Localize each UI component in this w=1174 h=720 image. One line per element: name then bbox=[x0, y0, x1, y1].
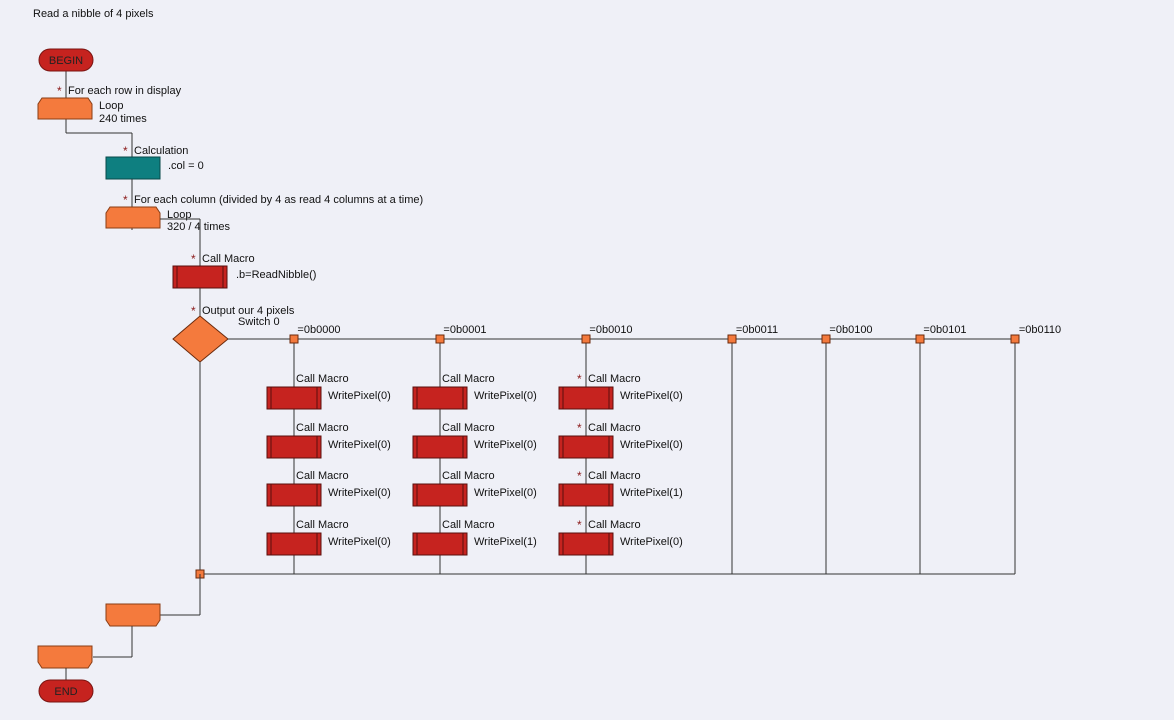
comment-marker-icon: * bbox=[577, 372, 582, 386]
write-pixel-macro[interactable] bbox=[412, 386, 468, 410]
case-label: =0b0101 bbox=[923, 324, 966, 336]
read-macro-comment: Call Macro bbox=[202, 253, 255, 265]
comment-marker-icon: * bbox=[191, 252, 196, 266]
end-terminal-label: END bbox=[54, 686, 77, 698]
inner-loop-start[interactable] bbox=[105, 206, 161, 229]
outer-loop-label: Loop bbox=[99, 100, 123, 112]
read-nibble-macro[interactable] bbox=[172, 265, 228, 289]
call-macro-title: Call Macro bbox=[442, 470, 495, 482]
write-pixel-macro[interactable] bbox=[266, 435, 322, 459]
inner-loop-count: 320 / 4 times bbox=[167, 221, 230, 233]
write-pixel-macro[interactable] bbox=[266, 532, 322, 556]
comment-marker-icon: * bbox=[577, 469, 582, 483]
begin-terminal-label: BEGIN bbox=[49, 55, 83, 67]
calculation-expression: .col = 0 bbox=[168, 160, 204, 172]
write-pixel-macro[interactable] bbox=[266, 386, 322, 410]
call-macro-expression: WritePixel(1) bbox=[474, 536, 537, 548]
write-pixel-macro[interactable] bbox=[558, 483, 614, 507]
write-pixel-macro[interactable] bbox=[558, 435, 614, 459]
call-macro-title: Call Macro bbox=[296, 373, 349, 385]
switch-comment: Output our 4 pixels bbox=[202, 305, 295, 317]
begin-terminal[interactable] bbox=[38, 48, 94, 72]
call-macro-title: Call Macro bbox=[296, 519, 349, 531]
case-label: =0b0011 bbox=[736, 324, 778, 336]
write-pixel-macro[interactable] bbox=[558, 386, 614, 410]
inner-loop-comment: For each column (divided by 4 as read 4 … bbox=[134, 194, 423, 206]
call-macro-expression: WritePixel(0) bbox=[328, 536, 391, 548]
write-pixel-macro[interactable] bbox=[412, 435, 468, 459]
diagram-title: Read a nibble of 4 pixels bbox=[33, 8, 154, 20]
case-connector[interactable] bbox=[915, 334, 925, 344]
call-macro-expression: WritePixel(1) bbox=[620, 487, 683, 499]
call-macro-expression: WritePixel(0) bbox=[474, 439, 537, 451]
comment-marker-icon: * bbox=[191, 304, 196, 318]
write-pixel-macro[interactable] bbox=[558, 532, 614, 556]
case-label: =0b0010 bbox=[589, 324, 632, 336]
comment-marker-icon: * bbox=[577, 518, 582, 532]
call-macro-title: Call Macro bbox=[588, 373, 641, 385]
call-macro-expression: WritePixel(0) bbox=[474, 487, 537, 499]
comment-marker-icon: * bbox=[577, 421, 582, 435]
call-macro-title: Call Macro bbox=[296, 422, 349, 434]
case-label: =0b0000 bbox=[297, 324, 340, 336]
call-macro-title: Call Macro bbox=[588, 422, 641, 434]
write-pixel-macro[interactable] bbox=[412, 483, 468, 507]
call-macro-expression: WritePixel(0) bbox=[328, 390, 391, 402]
case-connector[interactable] bbox=[727, 334, 737, 344]
call-macro-expression: WritePixel(0) bbox=[474, 390, 537, 402]
comment-marker-icon: * bbox=[123, 144, 128, 158]
call-macro-title: Call Macro bbox=[442, 422, 495, 434]
case-label: =0b0001 bbox=[443, 324, 486, 336]
switch-label: Switch 0 bbox=[238, 316, 280, 328]
call-macro-title: Call Macro bbox=[296, 470, 349, 482]
outer-loop-end[interactable] bbox=[37, 645, 93, 669]
case-label: =0b0100 bbox=[829, 324, 872, 336]
outer-loop-comment: For each row in display bbox=[68, 85, 182, 97]
calculation-block[interactable] bbox=[105, 156, 161, 180]
case-label: =0b0110 bbox=[1019, 324, 1061, 336]
call-macro-expression: WritePixel(0) bbox=[620, 536, 683, 548]
case-connector[interactable] bbox=[289, 334, 299, 344]
case-connector[interactable] bbox=[435, 334, 445, 344]
inner-loop-label: Loop bbox=[167, 209, 191, 221]
call-macro-title: Call Macro bbox=[588, 470, 641, 482]
write-pixel-macro[interactable] bbox=[266, 483, 322, 507]
case-connector[interactable] bbox=[581, 334, 591, 344]
comment-marker-icon: * bbox=[123, 193, 128, 207]
inner-loop-end[interactable] bbox=[105, 603, 161, 627]
read-macro-expression: .b=ReadNibble() bbox=[236, 269, 316, 281]
call-macro-expression: WritePixel(0) bbox=[620, 439, 683, 451]
call-macro-title: Call Macro bbox=[442, 519, 495, 531]
case-connector[interactable] bbox=[821, 334, 831, 344]
calculation-comment: Calculation bbox=[134, 145, 188, 157]
write-pixel-macro[interactable] bbox=[412, 532, 468, 556]
call-macro-title: Call Macro bbox=[442, 373, 495, 385]
comment-marker-icon: * bbox=[57, 84, 62, 98]
outer-loop-start[interactable] bbox=[37, 97, 93, 120]
call-macro-title: Call Macro bbox=[588, 519, 641, 531]
outer-loop-count: 240 times bbox=[99, 113, 147, 125]
call-macro-expression: WritePixel(0) bbox=[620, 390, 683, 402]
end-terminal[interactable] bbox=[38, 679, 94, 703]
switch-decision[interactable] bbox=[172, 315, 229, 363]
call-macro-expression: WritePixel(0) bbox=[328, 487, 391, 499]
case-connector[interactable] bbox=[1010, 334, 1020, 344]
call-macro-expression: WritePixel(0) bbox=[328, 439, 391, 451]
